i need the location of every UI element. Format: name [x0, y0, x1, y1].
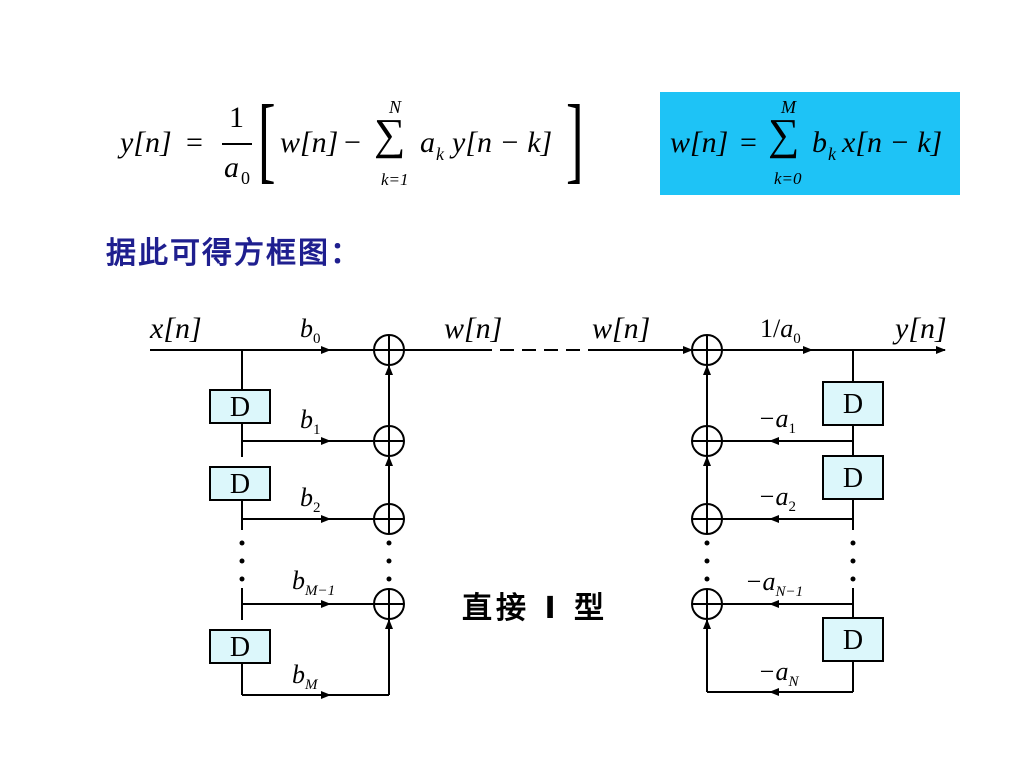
- delay-box-right-1: [822, 381, 884, 426]
- formula-right-sum-upper: M: [781, 97, 796, 117]
- formula-left-sum-symbol: ∑: [374, 110, 406, 159]
- adder-right-0: [691, 334, 723, 366]
- formula-right-sum-symbol: ∑: [768, 110, 800, 159]
- delay-label-right-2: D: [843, 463, 863, 494]
- diagram-title: 直接 I 型: [462, 591, 609, 626]
- formula-left-y-term: y[n − k]: [452, 126, 553, 159]
- adder-right-1: [691, 425, 723, 457]
- formula-left-w-term: w[n]: [280, 126, 339, 159]
- formula-left-minus: −: [344, 126, 361, 159]
- gain-neg-aN-1: −aN−1: [745, 567, 803, 600]
- formula-left-coef-sub: k: [436, 144, 444, 164]
- formula-right-equals: =: [740, 126, 757, 159]
- formula-right-sum-lower: k=0: [774, 169, 802, 188]
- delay-label-left-1: D: [230, 392, 250, 423]
- right-input-label: w[n]: [592, 312, 650, 345]
- left-chain-dots: [239, 540, 245, 582]
- right-sum-dots: [704, 540, 710, 582]
- right-chain-dots: [850, 540, 856, 582]
- formula-left-bracket-open: [: [258, 85, 276, 192]
- delay-label-left-3: D: [230, 632, 250, 663]
- heading: 据此可得方框图：: [106, 236, 362, 271]
- delay-label-left-2: D: [230, 469, 250, 500]
- formula-left-frac-den-sub: 0: [241, 168, 250, 188]
- formula-left-bracket-close: ]: [566, 85, 584, 192]
- gain-neg-a2: −a2: [758, 482, 796, 515]
- adder-left-0: [373, 334, 405, 366]
- formula-right-x-term: x[n − k]: [842, 126, 943, 159]
- delay-box-right-2: [822, 455, 884, 500]
- gain-b1: b1: [300, 405, 321, 438]
- delay-box-left-3: [209, 629, 271, 664]
- adder-right-2: [691, 503, 723, 535]
- formula-left-sum-upper: N: [389, 97, 402, 117]
- gain-b0: b0: [300, 314, 321, 347]
- delay-box-left-1: [209, 389, 271, 424]
- formula-left-frac-den: a: [224, 151, 239, 184]
- formula-left: y[n] = 1 a 0 [ w[n] − N ∑ k=1 a k y[n − …: [120, 91, 590, 195]
- delay-box-right-3: [822, 617, 884, 662]
- delay-label-right-1: D: [843, 389, 863, 420]
- gain-bM-1: bM−1: [292, 566, 335, 599]
- formula-left-sum-lower: k=1: [381, 170, 409, 189]
- left-output-label: w[n]: [444, 312, 502, 345]
- left-sum-dots: [386, 540, 392, 582]
- formula-left-frac-num: 1: [229, 101, 244, 134]
- gain-inv-a0: 1/a0: [760, 314, 801, 347]
- formula-right-box: w[n] = M ∑ k=0 b k x[n − k]: [660, 92, 960, 195]
- adder-right-3: [691, 588, 723, 620]
- left-input-label: x[n]: [149, 312, 202, 345]
- gain-neg-a1: −a1: [758, 404, 796, 437]
- formula-left-equals: =: [186, 126, 203, 159]
- formula-right-lhs: w[n]: [670, 126, 729, 159]
- formula-left-coef: a: [420, 126, 435, 159]
- delay-label-right-3: D: [843, 625, 863, 656]
- fraction-bar: [222, 143, 252, 145]
- right-output-label: y[n]: [892, 312, 947, 345]
- formula-right-coef-sub: k: [828, 144, 836, 164]
- delay-box-left-2: [209, 466, 271, 501]
- gain-bM: bM: [292, 660, 319, 693]
- adder-left-1: [373, 425, 405, 457]
- adder-left-2: [373, 503, 405, 535]
- formula-left-lhs: y[n]: [120, 126, 172, 159]
- gain-neg-aN: −aN: [758, 657, 800, 690]
- gain-b2: b2: [300, 483, 321, 516]
- adder-left-3: [373, 588, 405, 620]
- formula-right-coef: b: [812, 126, 827, 159]
